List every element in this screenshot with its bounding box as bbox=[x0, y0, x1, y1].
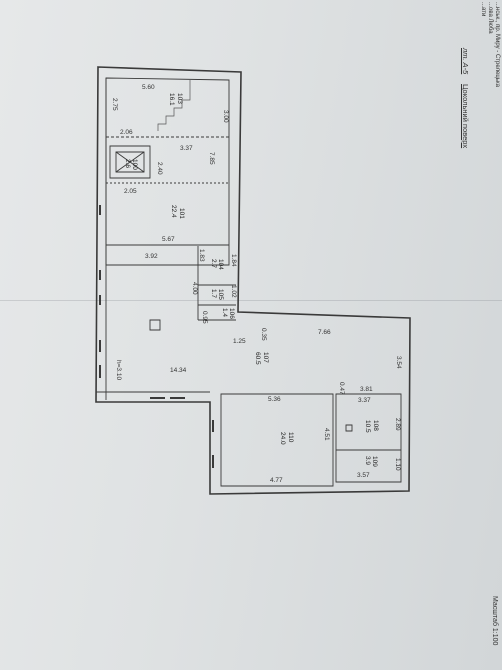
dim-label: 0.95 bbox=[201, 311, 208, 324]
dim-label: 0.47 bbox=[338, 382, 345, 395]
room-109-area: 3.9 bbox=[364, 456, 371, 465]
dim-label: 1.83 bbox=[198, 249, 205, 262]
dim-label: 1.84 bbox=[230, 254, 237, 267]
room-109-number: 109 bbox=[371, 456, 378, 467]
room-110-number: 110 bbox=[287, 432, 294, 443]
dim-label: 4.77 bbox=[270, 477, 283, 484]
dim-label: 3.57 bbox=[357, 472, 370, 479]
room-108-area: 10.5 bbox=[364, 420, 371, 433]
dim-label: 3.37 bbox=[180, 145, 193, 152]
room-107-area: 60.5 bbox=[254, 352, 261, 365]
dim-label: 4.51 bbox=[323, 428, 330, 441]
dim-label: 3.37 bbox=[358, 397, 371, 404]
dim-label: 2.75 bbox=[111, 98, 118, 111]
dim-label: 5.67 bbox=[162, 236, 175, 243]
room-104-area: 2.7 bbox=[210, 259, 217, 268]
dim-label: 0.35 bbox=[260, 328, 267, 341]
dim-label: 5.36 bbox=[268, 396, 281, 403]
room-106-area: 1.4 bbox=[221, 308, 228, 317]
inner-walls bbox=[96, 77, 402, 487]
room-100-area: 2.6 bbox=[124, 159, 131, 168]
dim-label: 2.40 bbox=[156, 162, 163, 175]
window-marks bbox=[99, 205, 214, 468]
dim-label: 2.89 bbox=[394, 418, 401, 431]
outer-walls bbox=[95, 66, 411, 495]
room-103-area: 16.1 bbox=[168, 93, 175, 106]
dim-label: h=3.10 bbox=[115, 360, 122, 380]
dim-label: 3.00 bbox=[222, 110, 229, 123]
dim-label: 7.66 bbox=[318, 329, 331, 336]
dim-label: 5.60 bbox=[142, 84, 155, 91]
dim-label: 7.85 bbox=[208, 152, 215, 165]
dim-label: 1.25 bbox=[233, 338, 246, 345]
dim-label: 14.34 bbox=[170, 367, 187, 374]
room-105-area: 1.7 bbox=[210, 289, 217, 298]
paper-fold bbox=[0, 300, 502, 301]
dim-label: 2.06 bbox=[120, 129, 133, 136]
room-110-area: 24.0 bbox=[279, 432, 286, 445]
room-107-number: 107 bbox=[262, 352, 269, 363]
dim-label: 4.00 bbox=[191, 282, 198, 295]
room-101-number: 101 bbox=[178, 208, 185, 219]
room-106-number: 106 bbox=[228, 308, 235, 319]
room-100-number: 100 bbox=[131, 159, 138, 170]
dim-label: 2.05 bbox=[124, 188, 137, 195]
dim-label: 1.02 bbox=[230, 285, 237, 298]
room-101-area: 22.4 bbox=[170, 205, 177, 218]
dim-label: 1.10 bbox=[394, 458, 401, 471]
stair-steps bbox=[157, 80, 191, 131]
room-108-number: 108 bbox=[372, 420, 379, 431]
room-104-number: 104 bbox=[217, 259, 224, 270]
room-103-number: 103 bbox=[176, 93, 183, 104]
dim-label: 3.81 bbox=[360, 386, 373, 393]
dim-label: 3.92 bbox=[145, 253, 158, 260]
dim-label: 3.54 bbox=[395, 356, 402, 369]
room-105-number: 105 bbox=[217, 289, 224, 300]
